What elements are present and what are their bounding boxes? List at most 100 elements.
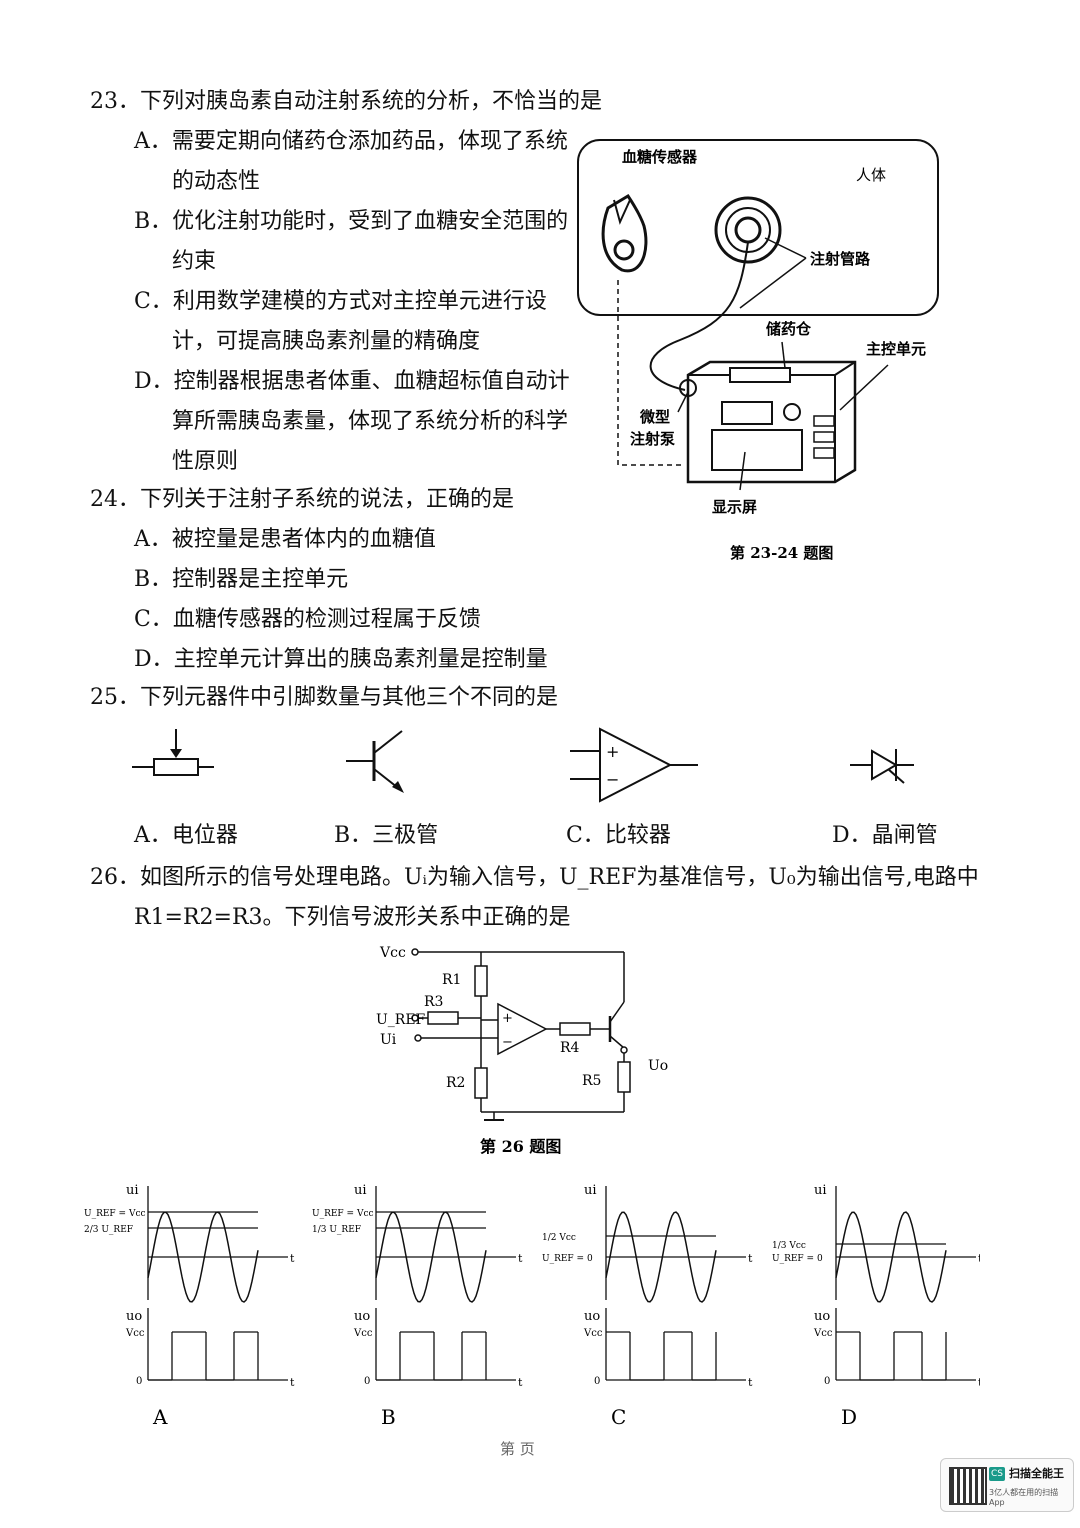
uo-vcc-label: Vcc <box>583 1328 603 1339</box>
injection-port-icon <box>714 196 782 264</box>
ui-axis-label: ui <box>126 1183 139 1198</box>
output-square-wave <box>376 1331 487 1381</box>
q23-option-a-line1: A．需要定期向储药仓添加药品，体现了系统 <box>134 129 568 154</box>
input-sine-wave <box>375 1211 487 1303</box>
uo-vcc-label: Vcc <box>813 1328 833 1339</box>
label-r4: R4 <box>560 1040 580 1056</box>
option-label-b: B <box>381 1405 396 1429</box>
q26-stem-line2: R1=R2=R3。下列信号波形关系中正确的是 <box>134 905 571 930</box>
qr-code-icon <box>949 1467 987 1505</box>
resistor-r3 <box>427 1011 459 1025</box>
t-axis-label: t <box>978 1252 980 1265</box>
q24-option-a: A．被控量是患者体内的血糖值 <box>134 527 436 552</box>
thyristor-symbol <box>850 749 914 784</box>
label-ui: Ui <box>380 1032 397 1048</box>
q23-option-c-line2: 计，可提高胰岛素剂量的精确度 <box>172 329 481 354</box>
q24-option-b: B．控制器是主控单元 <box>134 567 349 592</box>
level-label-1: 1/2 Vcc <box>542 1233 576 1243</box>
q25-symbols: + − <box>132 727 914 803</box>
opamp-plus: + <box>502 1011 513 1026</box>
q23-option-d-line2: 算所需胰岛素量，体现了系统分析的科学 <box>172 409 569 434</box>
t-axis-label-uo: t <box>518 1376 523 1389</box>
page-number-fragment: 第 页 <box>500 1440 535 1458</box>
q25-option-b: B．三极管 <box>334 823 439 848</box>
q23-option-d-line3: 性原则 <box>172 449 239 474</box>
input-sine-wave <box>835 1211 947 1303</box>
level-label-2: U_REF = 0 <box>542 1254 593 1264</box>
figure-circuit-26: Vcc R1 R2 R3 U_REF Ui + − R4 Uo R5 第 26 … <box>376 945 668 1156</box>
label-r1: R1 <box>442 972 461 988</box>
display-screen <box>711 429 803 471</box>
label-body: 人体 <box>856 166 886 184</box>
injection-tube <box>649 241 749 391</box>
q24-option-d: D．主控单元计算出的胰岛素剂量是控制量 <box>134 647 548 672</box>
q26-stem-line1: 26．如图所示的信号处理电路。Uᵢ为输入信号，U_REF为基准信号，U₀为输出信… <box>90 865 979 890</box>
resistor-r5 <box>617 1061 631 1093</box>
app-name: 扫描全能王 <box>1009 1467 1064 1480</box>
app-logo-icon: CS <box>989 1467 1005 1481</box>
label-tube: 注射管路 <box>810 250 871 268</box>
label-reservoir: 储药仓 <box>766 320 812 338</box>
level-label-1: U_REF = Vcc <box>84 1209 146 1219</box>
t-axis-label-uo: t <box>748 1376 753 1389</box>
input-sine-wave <box>605 1211 717 1303</box>
ui-axis-label: ui <box>814 1183 827 1198</box>
output-square-wave <box>836 1331 947 1381</box>
level-label-1: 1/3 Vcc <box>772 1241 806 1251</box>
q23-option-b-line1: B．优化注射功能时，受到了血糖安全范围的 <box>134 209 569 234</box>
app-tagline: 3亿人都在用的扫描App <box>989 1488 1059 1507</box>
option-label-c: C <box>611 1405 626 1429</box>
t-axis-label-uo: t <box>290 1376 295 1389</box>
uo-axis-label: uo <box>354 1309 370 1324</box>
transistor-symbol <box>346 730 404 793</box>
circuit-vcc: Vcc <box>379 945 406 961</box>
comparator-opamp <box>497 1002 548 1056</box>
figure-caption-26: 第 26 题图 <box>480 1137 561 1156</box>
input-sine-wave <box>147 1211 259 1303</box>
level-label-2: 2/3 U_REF <box>84 1225 133 1235</box>
figure-insulin-system: 血糖传感器 人体 注射管路 储药仓 主控单元 微型 注射泵 显示屏 第 23-2… <box>577 139 939 562</box>
output-square-wave <box>606 1331 717 1381</box>
ui-axis-label: ui <box>584 1183 597 1198</box>
uo-vcc-label: Vcc <box>125 1328 145 1339</box>
resistor-r4 <box>559 1022 591 1036</box>
level-label-2: 1/3 U_REF <box>312 1225 361 1235</box>
potentiometer-symbol <box>132 729 214 776</box>
level-label-2: U_REF = 0 <box>772 1254 823 1264</box>
t-axis-label: t <box>748 1252 753 1265</box>
label-main-unit: 主控单元 <box>866 340 926 358</box>
zero-label: 0 <box>824 1376 830 1387</box>
uo-axis-label: uo <box>584 1309 600 1324</box>
scanner-watermark-badge: CS 扫描全能王 3亿人都在用的扫描App <box>940 1458 1074 1512</box>
label-uref: U_REF <box>376 1012 426 1028</box>
q25-option-d: D．晶闸管 <box>832 823 938 848</box>
q25-option-c: C．比较器 <box>566 823 671 848</box>
uo-axis-label: uo <box>126 1309 142 1324</box>
zero-label: 0 <box>364 1376 370 1387</box>
q23-option-a-line2: 的动态性 <box>172 169 261 194</box>
q23-option-b-line2: 约束 <box>172 249 217 274</box>
label-r3: R3 <box>424 994 443 1010</box>
q24-stem: 24．下列关于注射子系统的说法，正确的是 <box>90 487 514 512</box>
q23-option-d-line1: D．控制器根据患者体重、血糖超标值自动计 <box>134 369 570 394</box>
uo-axis-label: uo <box>814 1309 830 1324</box>
label-pump-2: 注射泵 <box>630 430 675 448</box>
option-label-d: D <box>841 1405 857 1429</box>
label-pump-1: 微型 <box>639 408 670 426</box>
label-screen: 显示屏 <box>712 498 757 516</box>
sensor-signal-line <box>617 280 685 466</box>
label-sensor: 血糖传感器 <box>622 148 698 166</box>
human-body-box <box>577 139 939 316</box>
q23-stem: 23．下列对胰岛素自动注射系统的分析，不恰当的是 <box>90 89 602 114</box>
option-label-a: A <box>152 1405 168 1429</box>
zero-label: 0 <box>594 1376 600 1387</box>
q23-option-c-line1: C．利用数学建模的方式对主控单元进行设 <box>134 289 547 314</box>
svg-text:+: + <box>606 742 619 761</box>
label-uo: Uo <box>648 1058 668 1074</box>
drug-reservoir <box>729 367 791 383</box>
